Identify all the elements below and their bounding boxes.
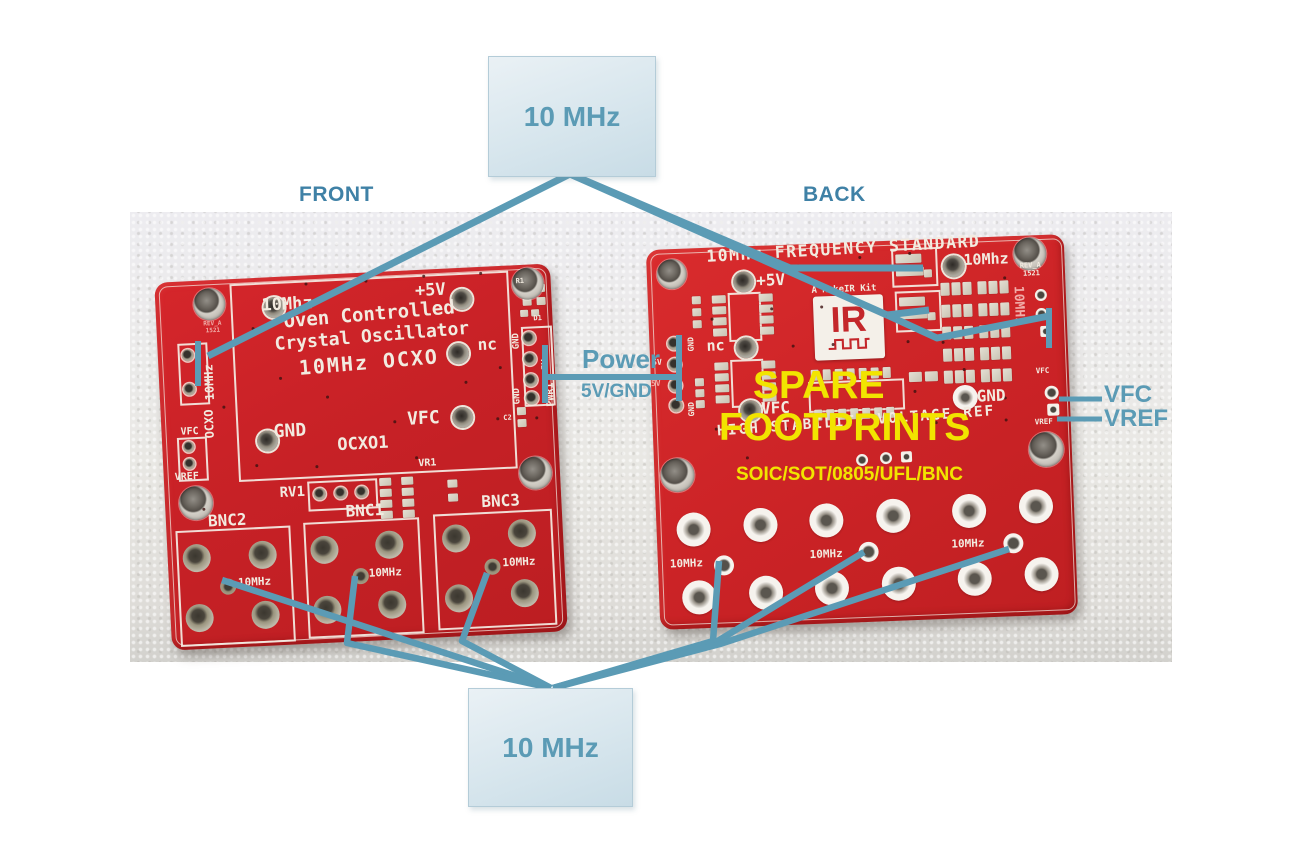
back-view-label: BACK xyxy=(803,183,866,206)
line-bnc3-to-bottom xyxy=(458,571,553,691)
spare-label-line1: SPARE xyxy=(753,364,885,407)
power-sublabel: 5V/GND xyxy=(581,381,652,402)
line-back-pin2-to-bottom xyxy=(552,549,866,692)
front-view-label: FRONT xyxy=(299,183,374,206)
vref-label: VREF xyxy=(1104,405,1169,432)
bottom-callout-text: 10 MHz xyxy=(502,731,599,763)
line-bnc2-to-bottom xyxy=(220,576,551,691)
line-branch-to-ufl2 xyxy=(886,306,930,319)
line-branch-to-edge-header xyxy=(885,311,1050,342)
line-bnc1-to-bottom xyxy=(343,575,552,692)
logo-waveform-icon xyxy=(828,337,870,350)
power-label: Power xyxy=(582,344,661,374)
line-back-pin3-to-bottom xyxy=(552,545,1011,692)
bottom-callout-box: 10 MHz xyxy=(468,688,633,807)
top-callout-text: 10 MHz xyxy=(523,100,621,132)
spare-sublabel: SOIC/SOT/0805/UFL/BNC xyxy=(736,464,963,485)
line-top-to-front-header xyxy=(206,170,572,360)
top-callout-box: 10 MHz xyxy=(488,56,656,177)
maker-logo: IR xyxy=(812,294,886,361)
vfc-label: VFC xyxy=(1104,381,1152,408)
spare-label-line2: FOOTPRINTS xyxy=(719,406,971,449)
line-top-to-back-branch xyxy=(568,170,889,319)
